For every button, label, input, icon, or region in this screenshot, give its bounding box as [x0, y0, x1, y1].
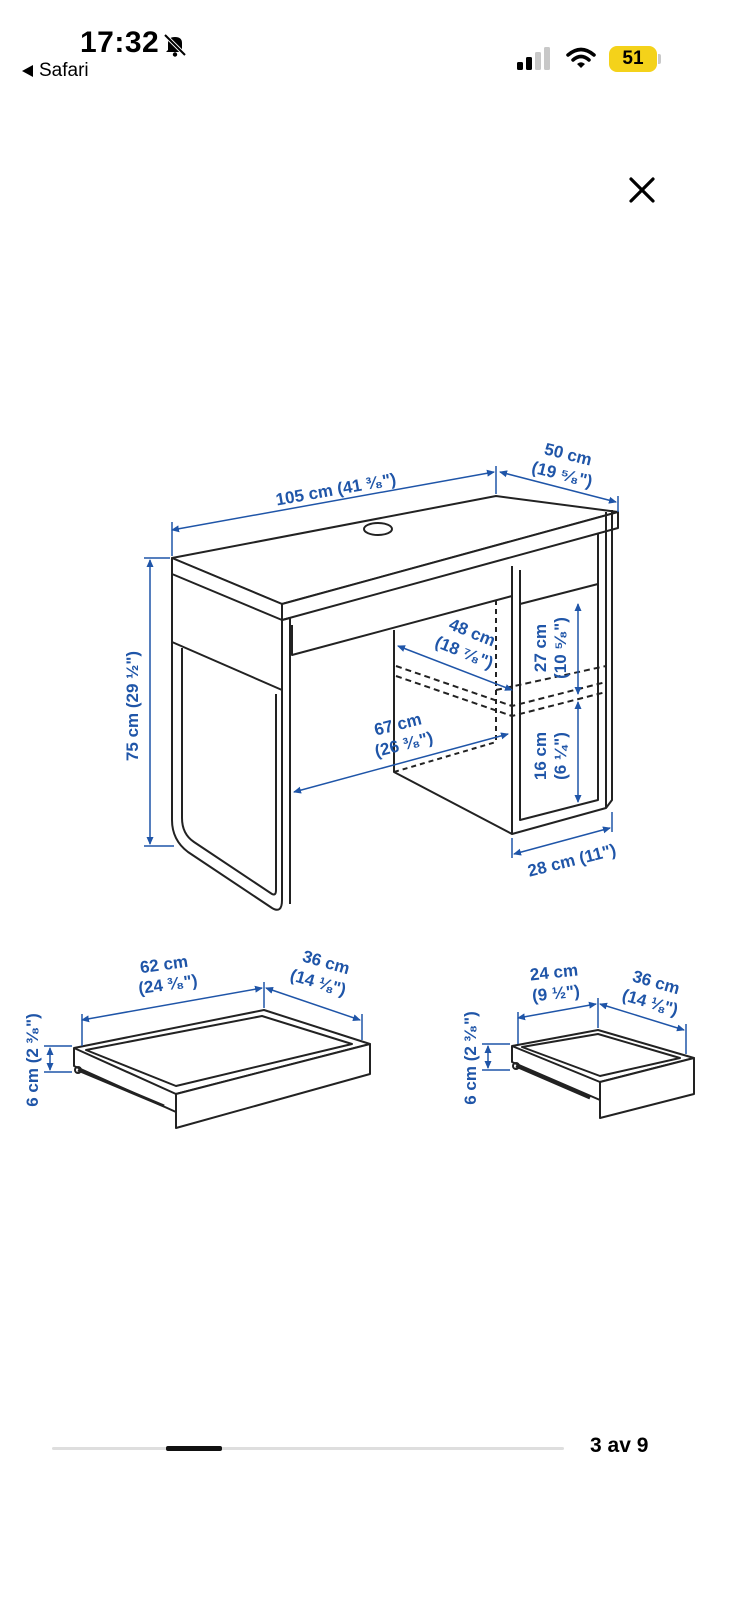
wifi-icon: [566, 47, 596, 68]
product-dimension-drawing: 105 cm (41 ³⁄₈") 50 cm (19 ⁵⁄₈") 75 cm (…: [23, 439, 695, 1129]
small-drawer-height-label: 6 cm (2 ³⁄₈"): [461, 1011, 480, 1105]
desk-drawing: [171, 495, 619, 911]
back-to-safari-link[interactable]: Safari: [22, 60, 89, 82]
image-counter: 3 av 9: [590, 1434, 649, 1457]
desk-dimension-lines: [144, 466, 619, 858]
image-pager: 3 av 9: [0, 1420, 736, 1480]
pager-track[interactable]: [52, 1447, 564, 1450]
close-icon[interactable]: [622, 170, 662, 210]
large-drawer-drawing: [73, 1009, 371, 1129]
back-triangle-icon: [22, 65, 33, 77]
lower-shelf-in-label: (6 ¼"): [551, 732, 570, 780]
battery-cap: [658, 54, 661, 64]
small-drawer-drawing: [511, 1029, 695, 1119]
upper-shelf-in-label: (10 ⁵⁄₈"): [551, 617, 570, 679]
cellular-signal-icon: [517, 47, 550, 70]
small-drawer-dimension-lines: [482, 998, 687, 1071]
bell-slash-icon: [163, 33, 187, 57]
large-drawer-height-label: 6 cm (2 ³⁄₈"): [23, 1013, 42, 1107]
pager-thumb[interactable]: [166, 1446, 222, 1451]
desk-height-label: 75 cm (29 ½"): [123, 651, 142, 761]
status-bar: 17:32 Safari 51: [0, 0, 736, 90]
battery-indicator: 51: [609, 46, 657, 72]
status-time: 17:32: [80, 26, 160, 59]
desk-width-label: 105 cm (41 ³⁄₈"): [274, 470, 397, 510]
small-drawer-width-cm-label: 24 cm: [529, 961, 579, 985]
back-label: Safari: [39, 60, 89, 81]
large-drawer-dimension-lines: [44, 982, 363, 1073]
upper-shelf-cm-label: 27 cm: [531, 624, 550, 672]
small-drawer-width-in-label: (9 ½"): [531, 982, 580, 1006]
lower-shelf-cm-label: 16 cm: [531, 732, 550, 780]
